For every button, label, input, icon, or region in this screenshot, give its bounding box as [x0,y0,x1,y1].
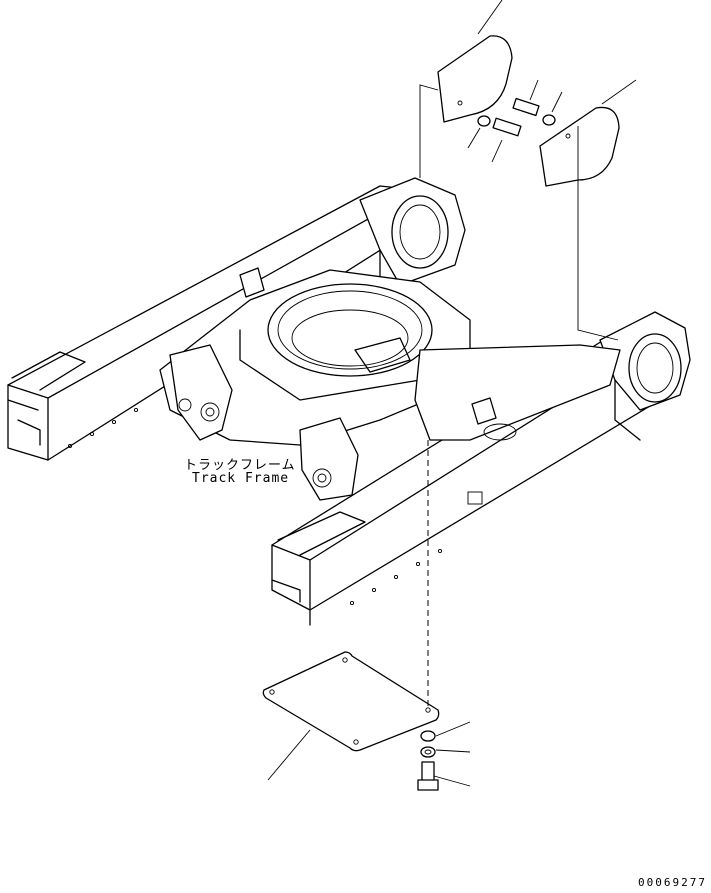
lifting-lugs [239,267,497,425]
upper-fasteners [467,79,563,163]
center-body [159,269,471,446]
right-rear-housing [599,311,691,441]
track-frame-label-english: Track Frame [192,471,290,486]
bottom-cover-plate [262,651,440,781]
right-front-leg [299,417,359,501]
rear-cross-member [414,344,621,441]
cover-plate-right [539,79,637,187]
left-rear-housing [359,177,466,301]
left-track-rail [7,185,421,461]
bottom-fasteners [417,721,471,791]
upper-leader-lines [419,84,619,341]
track-frame-label-japanese: トラックフレーム [184,458,296,473]
cover-plate-upper [437,0,513,123]
drawing-number: 00069277 [638,876,707,889]
left-front-leg [169,344,233,441]
